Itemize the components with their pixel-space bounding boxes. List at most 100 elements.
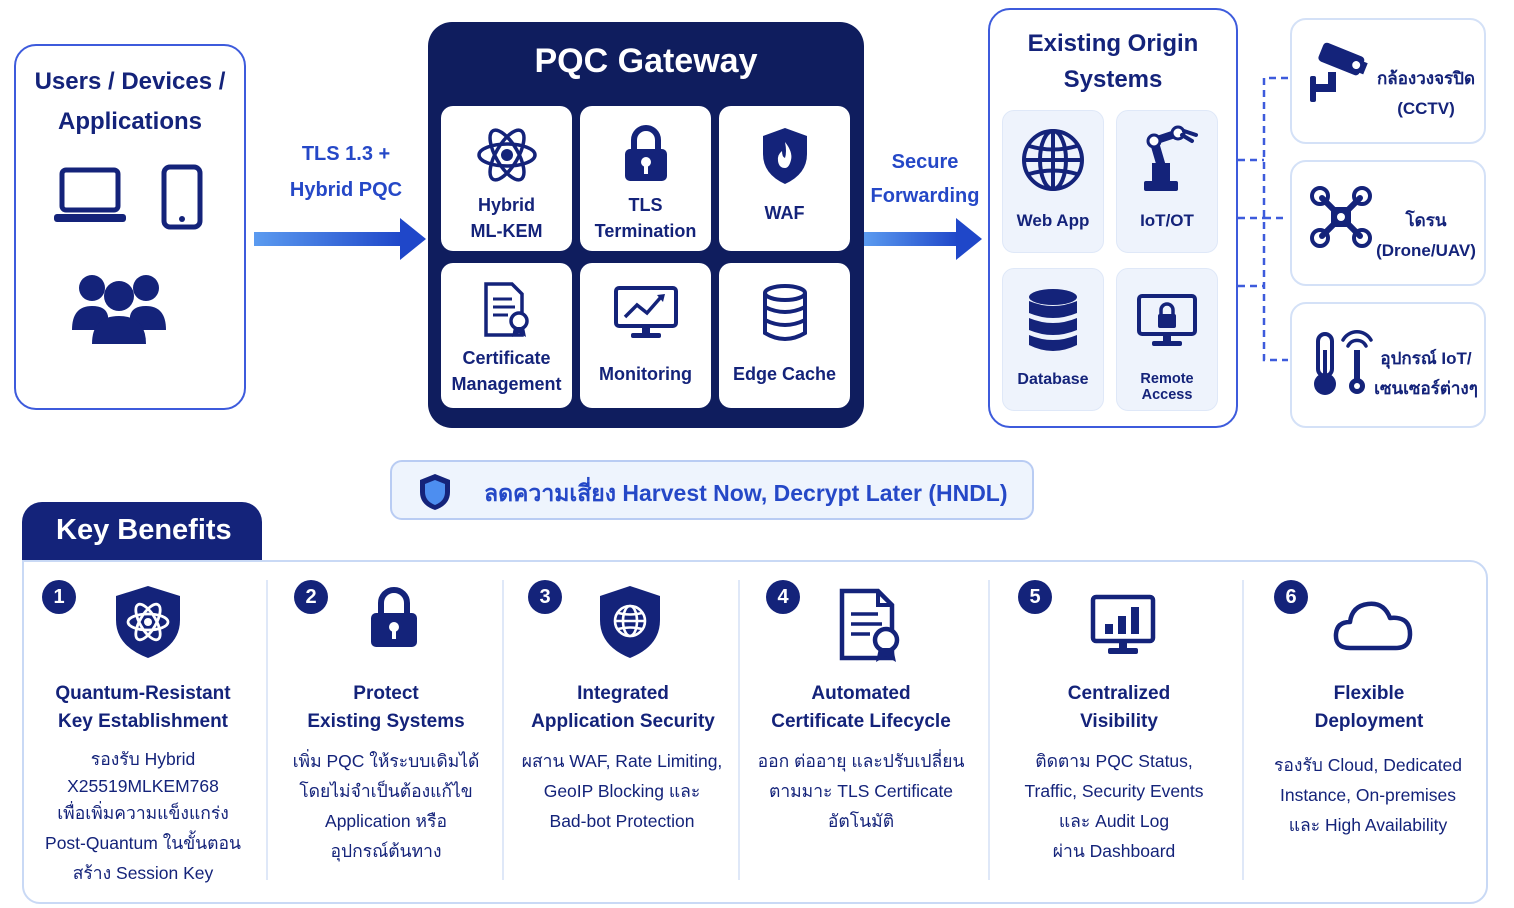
- monitor-lock-icon: [1137, 294, 1197, 346]
- origin-tile-remote-access: Remote Access: [1116, 268, 1218, 411]
- cloud-icon: [1333, 601, 1413, 651]
- benefit-title-line2: Application Security: [531, 711, 715, 732]
- device-label-line1: อุปกรณ์ IoT/: [1380, 349, 1472, 368]
- tile-waf: WAF: [719, 106, 850, 251]
- monitor-chart-icon: [613, 286, 678, 338]
- benefit-desc-line: ออก ต่ออายุ และปรับเปลี่ยน: [757, 751, 965, 771]
- benefit-desc-line: เพื่อเพิ่มความแข็งแกร่ง: [57, 803, 229, 823]
- benefit-desc-line: สร้าง Session Key: [72, 863, 214, 883]
- divider: [1242, 580, 1244, 880]
- origin-title-line1: Existing Origin: [1027, 30, 1199, 57]
- certificate-icon: [483, 282, 529, 337]
- benefit-title-line2: Key Establishment: [58, 711, 228, 732]
- device-cctv: กล้องวงจรปิด (CCTV): [1290, 18, 1486, 144]
- banner-text: ลดความเสี่ยง Harvest Now, Decrypt Later …: [484, 480, 1008, 506]
- benefit-desc-line: อุปกรณ์ต้นทาง: [330, 841, 442, 861]
- benefit-number: 6: [1274, 580, 1308, 614]
- users-group-icon: [72, 275, 166, 344]
- divider: [502, 580, 504, 880]
- shield-icon: [420, 474, 450, 510]
- origin-tile-label: IoT/OT: [1140, 211, 1194, 230]
- shield-atom-icon: [116, 586, 180, 658]
- tile-label-line2: Termination: [594, 221, 697, 241]
- device-iot-sensor: อุปกรณ์ IoT/ เซนเซอร์ต่างๆ: [1290, 302, 1486, 428]
- benefit-desc-line: รองรับ Cloud, Dedicated: [1273, 755, 1463, 775]
- database-icon: [762, 284, 807, 341]
- device-label-line1: กล้องวงจรปิด: [1377, 69, 1475, 88]
- divider: [266, 580, 268, 880]
- device-label-line2: เซนเซอร์ต่างๆ: [1374, 379, 1478, 398]
- origin-tile-web-app: Web App: [1002, 110, 1104, 253]
- benefit-number: 5: [1018, 580, 1052, 614]
- origin-tile-database: Database: [1002, 268, 1104, 411]
- users-title-line2: Applications: [57, 108, 202, 135]
- drone-icon: [1310, 186, 1372, 248]
- benefit-desc-line: เพิ่ม PQC ให้ระบบเดิมได้: [292, 751, 480, 771]
- benefit-title-line2: Visibility: [1080, 711, 1158, 732]
- origin-title-line2: Systems: [1063, 66, 1163, 93]
- arrow-in-label-line1: TLS 1.3 +: [301, 143, 391, 165]
- tile-label-line1: Edge Cache: [732, 364, 837, 384]
- benefit-title-line1: Flexible: [1333, 683, 1405, 704]
- tile-edge-cache: Edge Cache: [719, 263, 850, 408]
- divider: [988, 580, 990, 880]
- tile-label-line1: WAF: [764, 203, 805, 223]
- benefit-title-line2: Deployment: [1314, 711, 1424, 732]
- tile-monitoring: Monitoring: [580, 263, 711, 408]
- key-benefits-title: Key Benefits: [56, 514, 232, 546]
- benefit-desc-line: Application หรือ: [325, 811, 447, 831]
- origin-tile-iot-ot: IoT/OT: [1116, 110, 1218, 253]
- arrow-in-label-line2: Hybrid PQC: [289, 179, 403, 201]
- benefit-desc-line: Instance, On-premises: [1279, 785, 1457, 805]
- benefit-desc-line: โดยไม่จำเป็นต้องแก้ไข: [299, 781, 473, 801]
- origin-tile-label: Web App: [1016, 211, 1090, 230]
- benefit-number: 2: [294, 580, 328, 614]
- benefit-desc-line: และ High Availability: [1288, 815, 1448, 835]
- tile-label-line2: Management: [451, 374, 562, 394]
- tile-label-line1: TLS: [628, 195, 663, 215]
- benefit-desc-line: ผสาน WAF, Rate Limiting,: [521, 751, 723, 771]
- arrow-out-label-line1: Secure: [891, 151, 959, 173]
- benefit-number: 4: [766, 580, 800, 614]
- shield-flame-icon: [762, 128, 807, 184]
- tile-label-line2: ML-KEM: [470, 221, 543, 241]
- benefit-desc-line: อัตโนมัติ: [827, 811, 895, 831]
- arrow-right-icon: [254, 218, 426, 260]
- gateway-title: PQC Gateway: [534, 42, 758, 80]
- tile-label-line1: Hybrid: [477, 195, 535, 215]
- benefit-title-line2: Certificate Lifecycle: [771, 711, 951, 732]
- laptop-icon: [54, 167, 126, 222]
- monitor-bar-chart-icon: [1090, 594, 1156, 654]
- device-label-line1: โดรน: [1405, 211, 1447, 230]
- key-benefits-tab: Key Benefits: [22, 502, 262, 564]
- tile-hybrid-ml-kem: Hybrid ML-KEM: [441, 106, 572, 251]
- benefit-title-line1: Automated: [811, 683, 911, 704]
- benefit-number: 1: [42, 580, 76, 614]
- benefit-desc-line: GeoIP Blocking และ: [543, 781, 701, 801]
- benefit-desc-line: ติดตาม PQC Status,: [1035, 751, 1193, 771]
- robot-arm-icon: [1144, 125, 1198, 191]
- tile-label-line1: Certificate: [462, 348, 551, 368]
- dashed-connectors: [1238, 76, 1288, 362]
- padlock-icon: [624, 125, 667, 181]
- cctv-camera-icon: [1310, 42, 1368, 102]
- benefit-title-line2: Existing Systems: [307, 711, 465, 732]
- origin-panel: Existing Origin Systems Web App IoT/OT: [988, 8, 1238, 428]
- users-panel: Users / Devices / Applications: [14, 44, 246, 410]
- benefit-desc-line: Post-Quantum ในขั้นตอน: [45, 833, 241, 853]
- hndl-banner: ลดความเสี่ยง Harvest Now, Decrypt Later …: [390, 460, 1034, 520]
- benefit-desc-line: ตามมาะ TLS Certificate: [768, 781, 954, 801]
- benefit-desc-line: และ Audit Log: [1058, 811, 1170, 831]
- globe-icon: [1022, 129, 1084, 191]
- benefit-desc-line: Bad-bot Protection: [549, 811, 695, 831]
- benefit-title-line1: Integrated: [577, 683, 669, 704]
- pqc-gateway-panel: PQC Gateway Hybrid ML-KEM TLS Terminatio…: [428, 22, 864, 428]
- atom-icon: [476, 128, 537, 182]
- origin-tile-label: Remote Access: [1140, 371, 1194, 403]
- device-label-line2: (Drone/UAV): [1376, 241, 1476, 260]
- certificate-icon: [839, 588, 900, 662]
- shield-globe-icon: [600, 586, 660, 658]
- arrow-right-icon: [864, 218, 982, 260]
- thermometer-sensor-icon: [1314, 330, 1373, 395]
- benefit-desc-line: รองรับ Hybrid: [90, 749, 196, 769]
